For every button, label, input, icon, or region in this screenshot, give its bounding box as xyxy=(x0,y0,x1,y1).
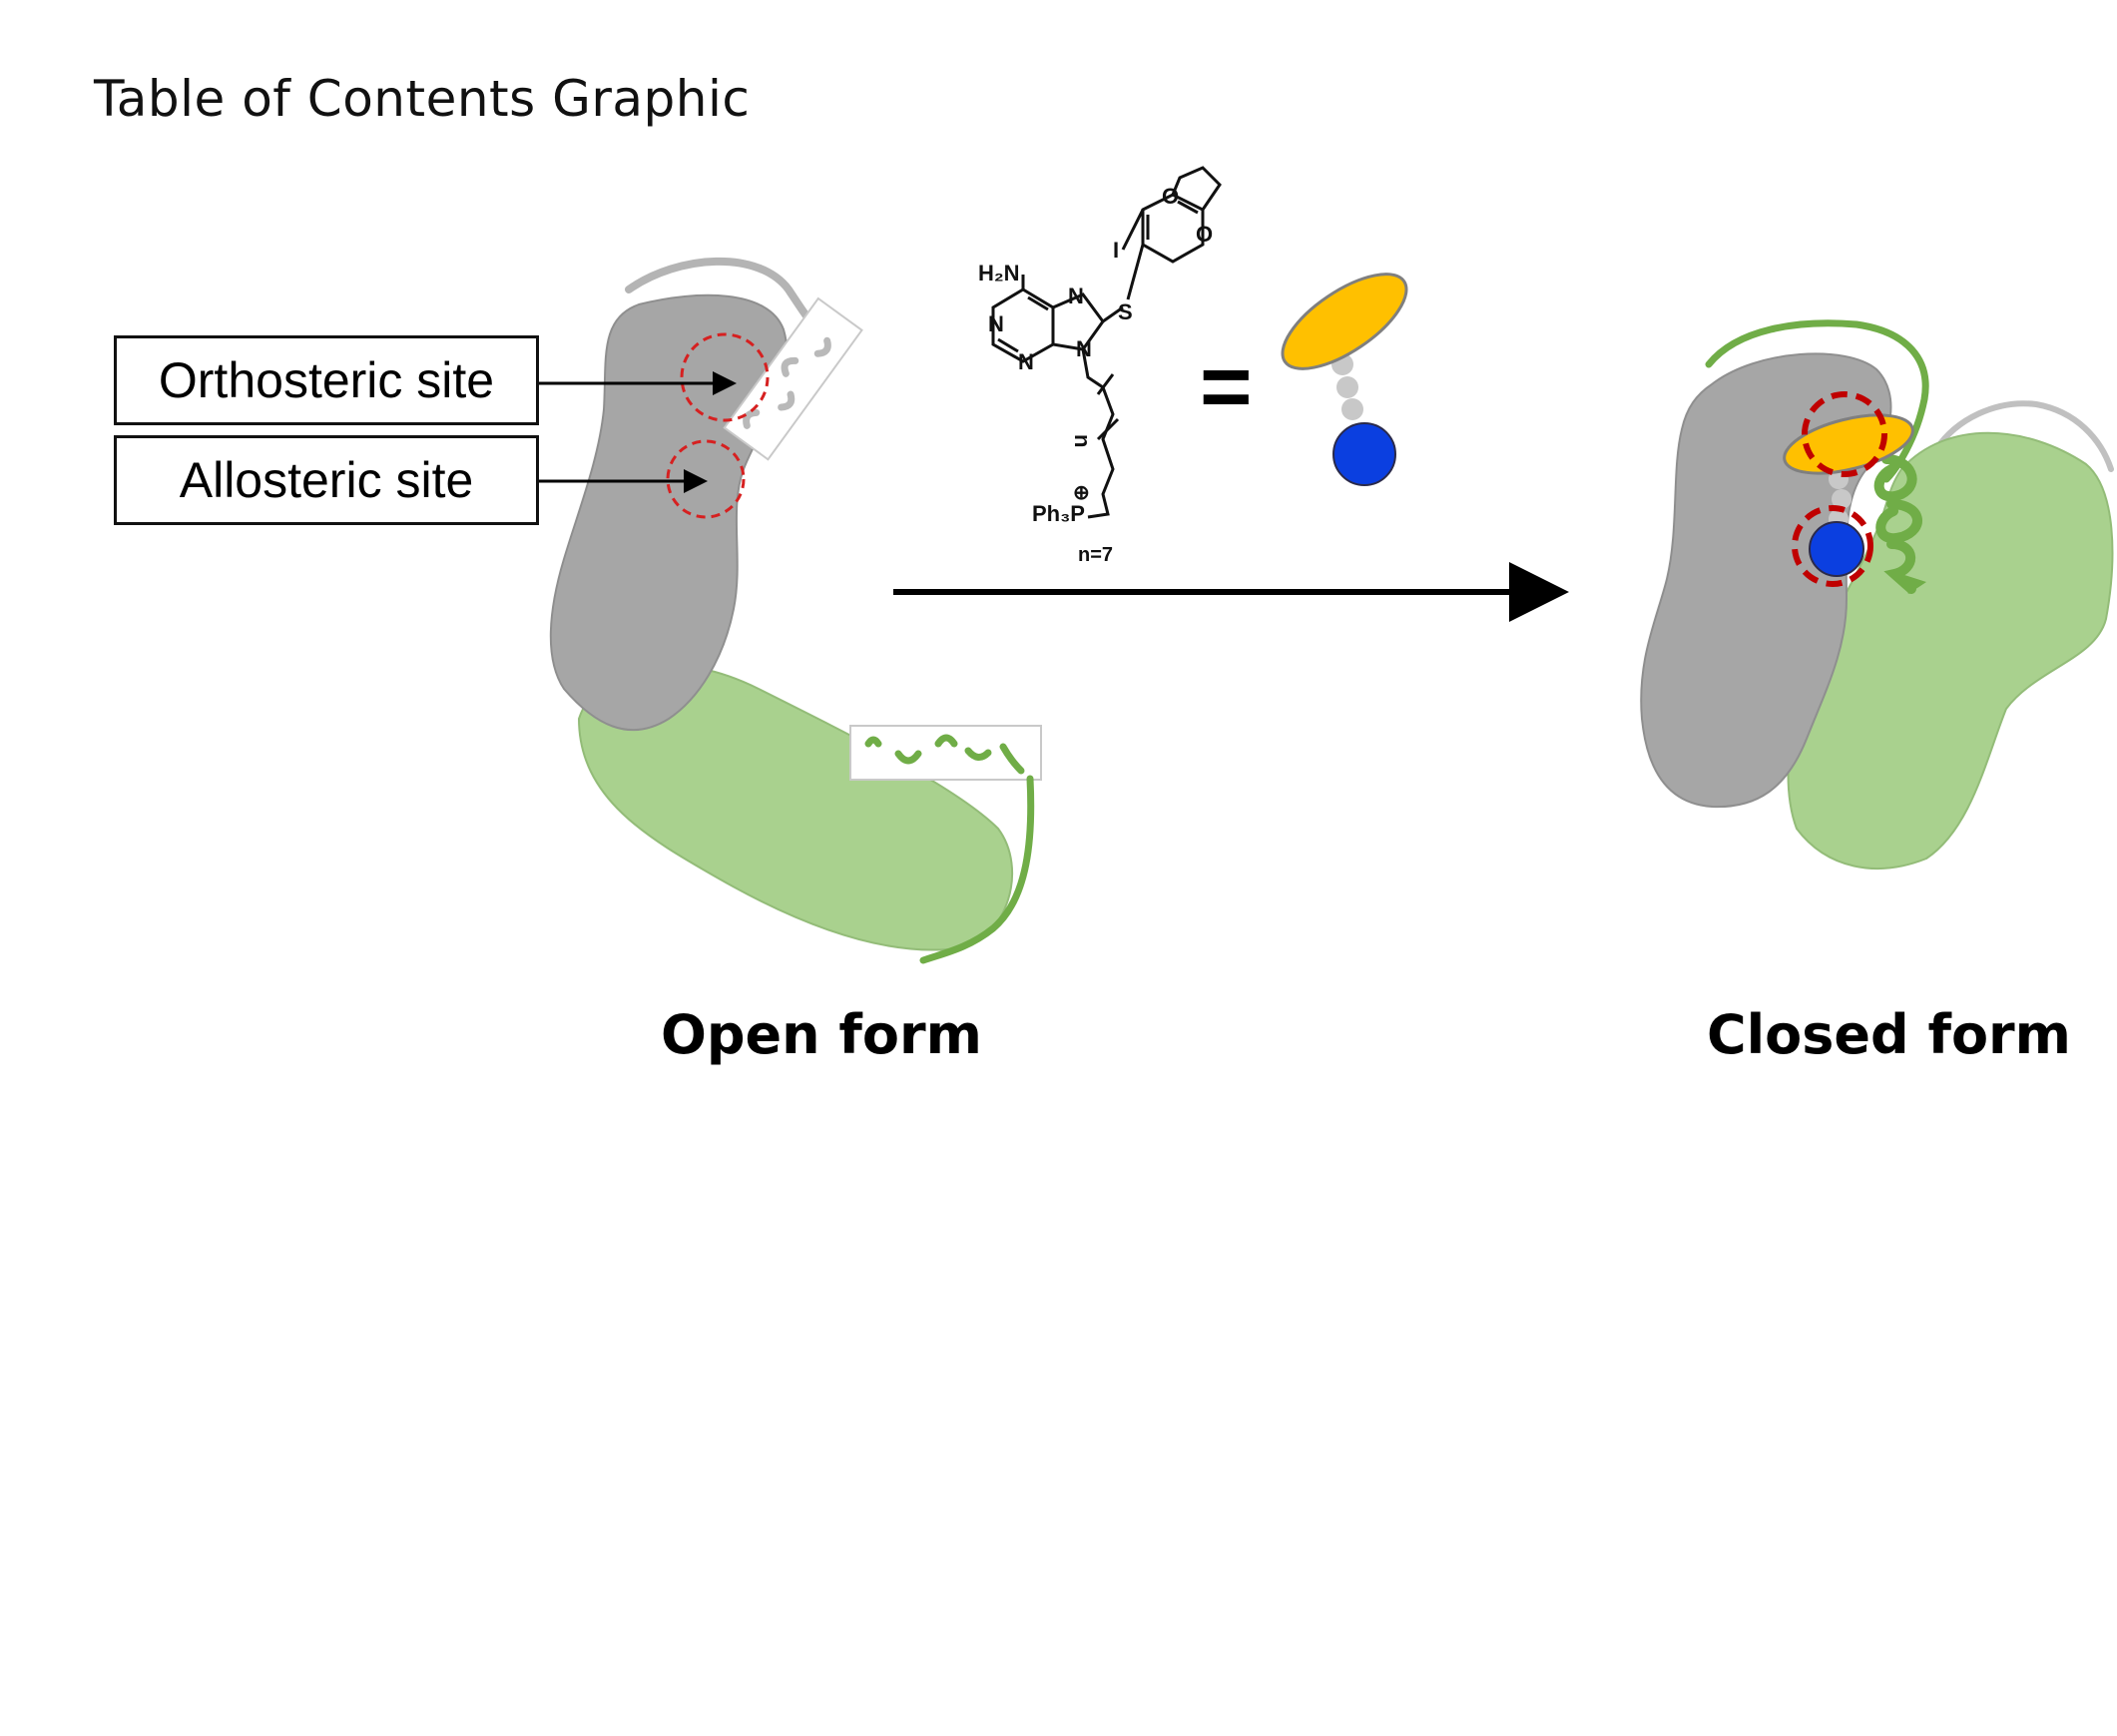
linker-bead xyxy=(1336,376,1358,398)
bound-linker-bead xyxy=(1832,489,1852,509)
open-gray-domain xyxy=(549,293,789,732)
atom-n-bottom: N xyxy=(1018,349,1034,374)
closed-form-label: Closed form xyxy=(1707,1003,2071,1066)
atom-n-left: N xyxy=(988,311,1004,336)
atom-iodine: I xyxy=(1113,238,1119,263)
atom-oxygen-top: O xyxy=(1162,184,1179,209)
open-orthosteric-helix-box xyxy=(723,296,863,461)
equals-sign: = xyxy=(1200,337,1253,437)
ligand-atom-labels: H₂N N N N N I S O O n Ph₃P ⊕ n=7 xyxy=(978,184,1213,566)
open-green-helix-box xyxy=(849,725,1042,781)
open-form-protein xyxy=(539,257,1042,964)
allosteric-site-label: Allosteric site xyxy=(114,435,539,525)
atom-h2n: H₂N xyxy=(978,261,1020,286)
atom-n-imidazole-top: N xyxy=(1068,284,1084,308)
chain-subscript-n: n xyxy=(1070,434,1095,447)
closed-gray-tail xyxy=(1933,400,2114,472)
atom-n-imidazole-bottom: N xyxy=(1076,336,1092,361)
closed-helix-coil xyxy=(1873,454,1922,594)
ligand-orange-head xyxy=(1281,273,1408,370)
atom-charge: ⊕ xyxy=(1073,482,1090,504)
orthosteric-site-label: Orthosteric site xyxy=(114,335,539,425)
closed-green-tail xyxy=(1705,319,1929,483)
open-form-label: Open form xyxy=(661,1003,982,1066)
linker-bead xyxy=(1341,398,1363,420)
bound-ligand-orange-head xyxy=(1783,413,1914,475)
atom-sulfur: S xyxy=(1118,299,1133,324)
closed-helix-tip-icon xyxy=(1901,574,1926,594)
n-value-label: n=7 xyxy=(1078,544,1113,566)
atom-oxygen-right: O xyxy=(1196,222,1213,247)
closed-allosteric-site-circle xyxy=(1792,505,1873,587)
ligand-blue-head xyxy=(1332,422,1396,486)
allosteric-site-circle xyxy=(666,439,746,519)
open-green-tail xyxy=(919,775,1035,964)
ligand-structure xyxy=(991,166,1222,519)
open-green-domain xyxy=(577,664,1013,951)
ligand-cartoon xyxy=(1281,273,1408,486)
closed-orthosteric-site-circle xyxy=(1802,391,1887,477)
page-heading: Table of Contents Graphic xyxy=(94,70,751,128)
bound-ligand-blue-head xyxy=(1809,521,1864,577)
closed-form-protein xyxy=(1640,319,2114,869)
orthosteric-site-circle xyxy=(680,332,770,422)
atom-phosphonium: Ph₃P xyxy=(1032,501,1085,526)
